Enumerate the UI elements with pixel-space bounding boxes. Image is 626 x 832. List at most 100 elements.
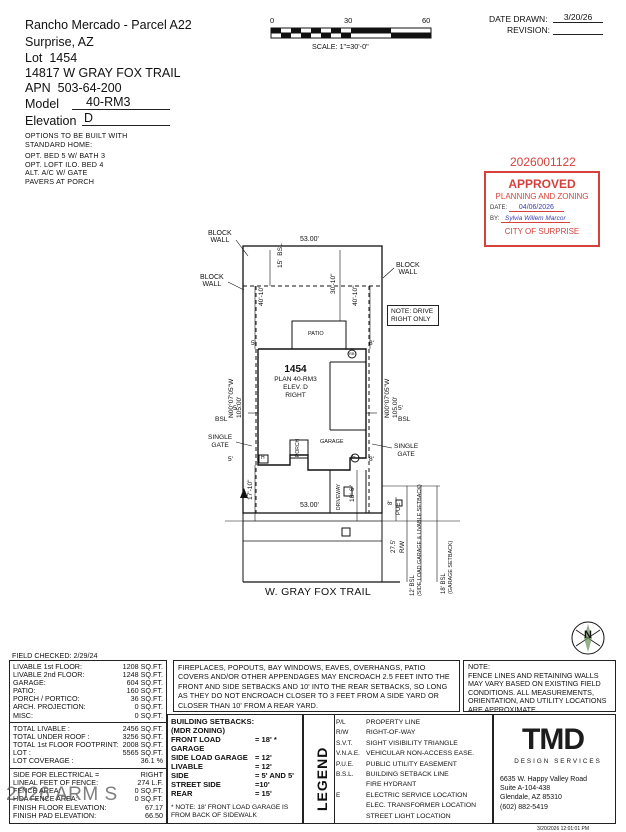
scale-tick-0: 0 [270,16,275,25]
project-city: Surprise, AZ [25,35,94,49]
legend-description: STREET LIGHT LOCATION [366,812,451,820]
encroachment-note: FIREPLACES, POPOUTS, BAY WINDOWS, EAVES,… [173,660,460,712]
site-plan [225,239,460,583]
garage-label: GARAGE [320,439,344,445]
legend-description: ELECTRIC SERVICE LOCATION [366,791,468,799]
area-row-label: TOTAL 1st FLOOR FOOTPRINT: [13,739,119,749]
lot-value: 1454 [49,51,78,65]
bsl-18-dim: 18' BSL(GARAGE SETBACK) [441,540,454,594]
scale-bar [270,27,432,39]
apn-label: APN [25,81,51,95]
patio-label: PATIO [308,331,324,337]
legend-item: FIRE HYDRANT [336,780,492,790]
setback-label: SIDE [171,771,189,780]
setback-value: = 12' [255,762,272,771]
company-logo: TMD [522,723,585,756]
area-row-value: 0 SQ.FT. [134,702,163,712]
area-row-value: 5565 SQ.FT. [122,747,163,757]
area-row: FENCE AREA: 0 SQ.FT. [10,787,166,795]
legend-description: ELEC. TRANSFORMER LOCATION [366,802,477,810]
revision-label: REVISION: [507,25,550,35]
area-row-value: 3256 SQ.FT. [122,731,163,741]
watermark: 2026 ARM S [6,784,118,805]
legend-description: VEHICULAR NON-ACCESS EASE. [366,750,475,758]
area-row-value: 2008 SQ.FT. [122,739,163,749]
area-row-value: 160 SQ.FT. [126,686,163,696]
area-row-value: 66.50 [145,810,163,820]
area-row-value: 1248 SQ.FT. [122,670,163,680]
model-label: Model [25,97,60,111]
area-row: LINEAL FEET OF FENCE: 274 L.F. [10,779,166,787]
lot-line: Lot 1454 [25,51,77,65]
legend-description: BUILDING SETBACK LINE [366,771,449,779]
legend-symbol [336,801,366,811]
permit-number: 2026001122 [510,155,576,169]
area-row-label: FENCE AREA: [13,786,61,796]
area-row-label: TOTAL UNDER ROOF : [13,731,90,741]
e-marker-label: E [352,454,356,460]
project-name: Rancho Mercado - Parcel A22 [25,18,192,32]
dim-40-10-left: 40'-10" [258,285,265,306]
stamp-subtitle: PLANNING AND ZONING [495,192,589,201]
side-setback-right: 5' [398,405,403,412]
area-row-label: LOT COVERAGE : [13,756,74,766]
area-row-value: 0 SQ.FT. [134,786,163,796]
legend-description: PROPERTY LINE [366,719,421,726]
elevation-value: D [82,111,170,126]
setback-label: FRONT LOAD GARAGE [171,735,221,753]
legend-divider [334,715,335,823]
top-width-dim: 53.00' [300,236,319,243]
area-row-value: 1208 SQ.FT. [122,662,163,671]
area-row-label: LINEAL FEET OF FENCE: [13,778,99,788]
area-row-label: PORCH / PORTICO: [13,694,80,704]
legend-symbol: P.U.E. [336,760,354,768]
area-row-value: RIGHT [140,770,163,780]
front-dim-18-6: 18'-6" [349,485,356,502]
area-row: LOT COVERAGE :36.1 % [10,756,166,766]
area-row-label: SIDE FOR ELECTRICAL = [13,770,100,780]
rw-label: R/W [399,540,406,553]
area-row: FINISH FLOOR ELEVATION:67.17 [10,802,166,812]
setback-row: FRONT LOAD GARAGE= 18' * [171,735,299,753]
area-row-value: 0 SQ.FT. [134,794,163,804]
setback-value: =10' [255,780,270,789]
area-row-value: 67.17 [145,802,163,812]
legend-item: STREET LIGHT LOCATION [336,812,492,822]
options-list: OPT. BED 5 W/ BATH 3 OPT. LOFT ILO. BED … [25,151,105,186]
elevation-label: Elevation [25,114,77,128]
stamp-city: CITY OF SURPRISE [504,227,580,236]
dim-40-10-right: 40'-10" [352,285,359,306]
option-item: ALT. A/C W/ GATE [25,168,88,178]
legend-symbol: R/W [336,729,349,737]
model-value: 40-RM3 [72,95,170,110]
area-row-label: TOTAL LIVABLE : [13,723,70,733]
company-address: 6635 W. Happy Valley Road Suite A-104-43… [500,776,588,811]
legend-item: B.S.L.BUILDING SETBACK LINE [336,770,492,780]
legend-description: SIGHT VISIBILITY TRIANGLE [366,739,458,747]
area-row: GARAGE:604 SQ.FT. [10,679,166,687]
area-row-value: 274 L.F. [137,778,163,788]
pue-dim: 8' [388,500,394,505]
setback-row: SIDE= 5' AND 5' [171,771,299,780]
area-row: PATIO:160 SQ.FT. [10,687,166,695]
area-row: MISC:0 SQ.FT. [10,711,166,720]
area-row-label: GARAGE: [13,678,46,688]
area-row: LOT :5565 SQ.FT. [10,747,166,757]
setback-label: SIDE LOAD GARAGE [171,753,248,762]
dim-30-10: 30'-10" [330,273,337,294]
legend-symbol: V.N.A.E. [336,750,360,758]
field-checked: FIELD CHECKED: 2/29/24 [12,651,98,660]
setback-row: SIDE LOAD GARAGE= 12' [171,753,299,762]
area-row: TOTAL LIVABLE :2456 SQ.FT. [10,723,166,733]
area-row: ARCH. PROJECTION:0 SQ.FT. [10,703,166,711]
apn-line: APN 503-64-200 [25,81,122,95]
